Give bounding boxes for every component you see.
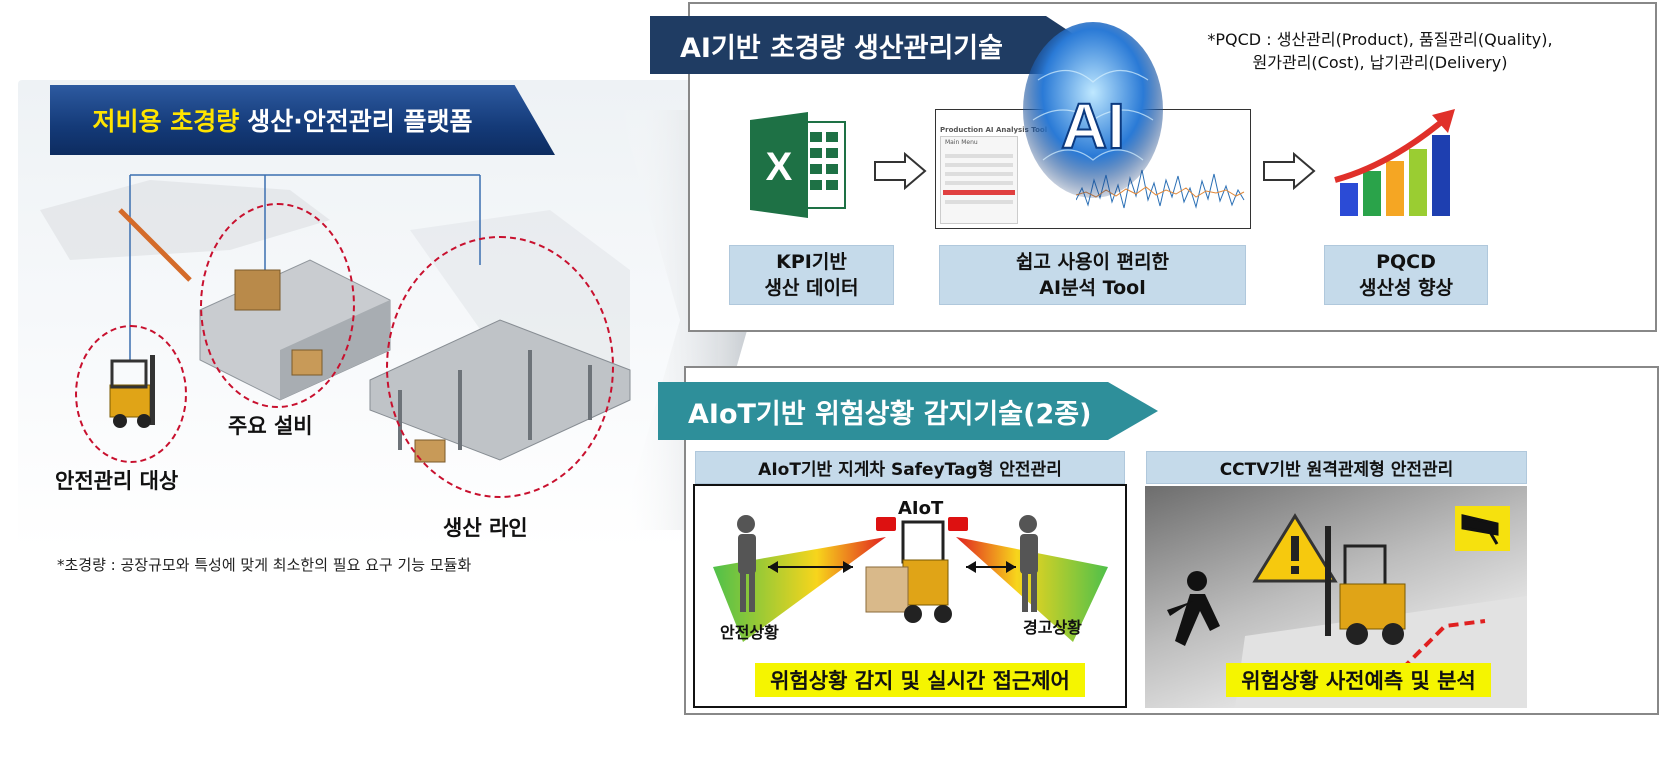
pqcd-note-line2: 원가관리(Cost), 납기관리(Delivery) xyxy=(1252,53,1508,72)
caption-ai-tool: 쉽고 사용이 편리한 AI분석 Tool xyxy=(939,245,1246,305)
caption-pqcd-line1: PQCD xyxy=(1376,251,1436,273)
platform-banner: 저비용 초경량 생산·안전관리 플랫폼 xyxy=(50,85,555,155)
caption-ai-line2: AI분석 Tool xyxy=(1039,277,1146,299)
safety-target-ring xyxy=(75,325,187,463)
aiot-label: AIoT xyxy=(898,498,944,519)
label-production-line: 생산 라인 xyxy=(443,516,528,540)
cctv-head: CCTV기반 원격관제형 안전관리 xyxy=(1146,451,1527,484)
caption-pqcd: PQCD 생산성 향상 xyxy=(1324,245,1488,305)
warning-state-label: 경고상황 xyxy=(1023,618,1082,637)
bar-growth-icon xyxy=(1334,109,1455,216)
safetytag-head: AIoT기반 지게차 SafeyTag형 안전관리 xyxy=(695,451,1125,484)
left-strip: 위험상황 감지 및 실시간 접근제어 xyxy=(755,663,1085,697)
pqcd-note-line1: *PQCD : 생산관리(Product), 품질관리(Quality), xyxy=(1207,30,1553,49)
ai-letters: AI xyxy=(1061,90,1125,162)
banner-highlight: 저비용 초경량 xyxy=(92,107,240,136)
cctv-scene xyxy=(1145,486,1527,708)
arrow-right-icon-2 xyxy=(1263,152,1316,190)
pqcd-note: *PQCD : 생산관리(Product), 품질관리(Quality), 원가… xyxy=(1100,28,1660,74)
label-main-equipment: 주요 설비 xyxy=(228,414,313,438)
safetytag-illustration xyxy=(713,515,1108,642)
caption-kpi-line1: KPI기반 xyxy=(776,251,847,273)
caption-pqcd-line2: 생산성 향상 xyxy=(1358,277,1453,299)
caption-ai-line1: 쉽고 사용이 편리한 xyxy=(1015,251,1170,273)
hazard-detection-title: AIoT기반 위험상황 감지기술(2종) xyxy=(658,382,1158,440)
banner-title: 생산·안전관리 플랫폼 xyxy=(247,107,473,136)
tool-window-title: Production AI Analysis Tool xyxy=(940,126,1048,134)
caption-kpi-data: KPI기반 생산 데이터 xyxy=(729,245,894,305)
caption-kpi-line2: 생산 데이터 xyxy=(764,277,859,299)
footnote-lightweight: *초경량 : 공장규모와 특성에 맞게 최소한의 필요 요구 기능 모듈화 xyxy=(57,556,472,574)
excel-letter: X xyxy=(766,145,793,189)
excel-icon: X xyxy=(750,112,846,218)
ai-brain-icon: AI xyxy=(1023,22,1163,198)
main-equipment-ring xyxy=(200,203,355,408)
safe-state-label: 안전상황 xyxy=(720,623,779,642)
right-strip: 위험상황 사전예측 및 분석 xyxy=(1226,663,1491,697)
tool-menu-title: Main Menu xyxy=(945,139,978,146)
production-line-ring xyxy=(386,236,614,498)
label-safety-target: 안전관리 대상 xyxy=(55,469,179,493)
production-management-title: AI기반 초경량 생산관리기술 xyxy=(650,16,1090,74)
tool-menu: Main Menu xyxy=(940,136,1018,224)
arrow-right-icon xyxy=(874,152,927,190)
